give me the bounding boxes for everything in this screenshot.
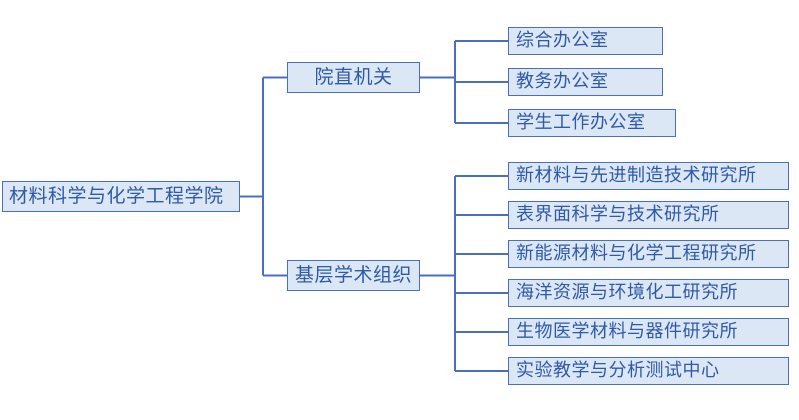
node-institute-new-energy-materials-chemical-engineering[interactable]: 新能源材料与化学工程研究所 <box>508 240 789 268</box>
node-office-general-affairs[interactable]: 综合办公室 <box>508 27 663 55</box>
node-branch-administrative-offices[interactable]: 院直机关 <box>287 62 420 93</box>
node-office-student-affairs[interactable]: 学生工作办公室 <box>508 109 676 137</box>
node-root-college[interactable]: 材料科学与化学工程学院 <box>2 181 240 212</box>
node-institute-biomedical-materials-devices[interactable]: 生物医学材料与器件研究所 <box>508 318 789 346</box>
node-office-academic-affairs[interactable]: 教务办公室 <box>508 68 663 96</box>
node-institute-surface-interface-science[interactable]: 表界面科学与技术研究所 <box>508 201 789 229</box>
node-institute-new-materials-advanced-manufacturing[interactable]: 新材料与先进制造技术研究所 <box>508 162 789 190</box>
node-center-experimental-teaching-analysis-testing[interactable]: 实验教学与分析测试中心 <box>508 357 789 385</box>
node-branch-academic-organizations[interactable]: 基层学术组织 <box>287 260 420 291</box>
node-institute-marine-resources-environmental-chemical[interactable]: 海洋资源与环境化工研究所 <box>508 279 789 307</box>
